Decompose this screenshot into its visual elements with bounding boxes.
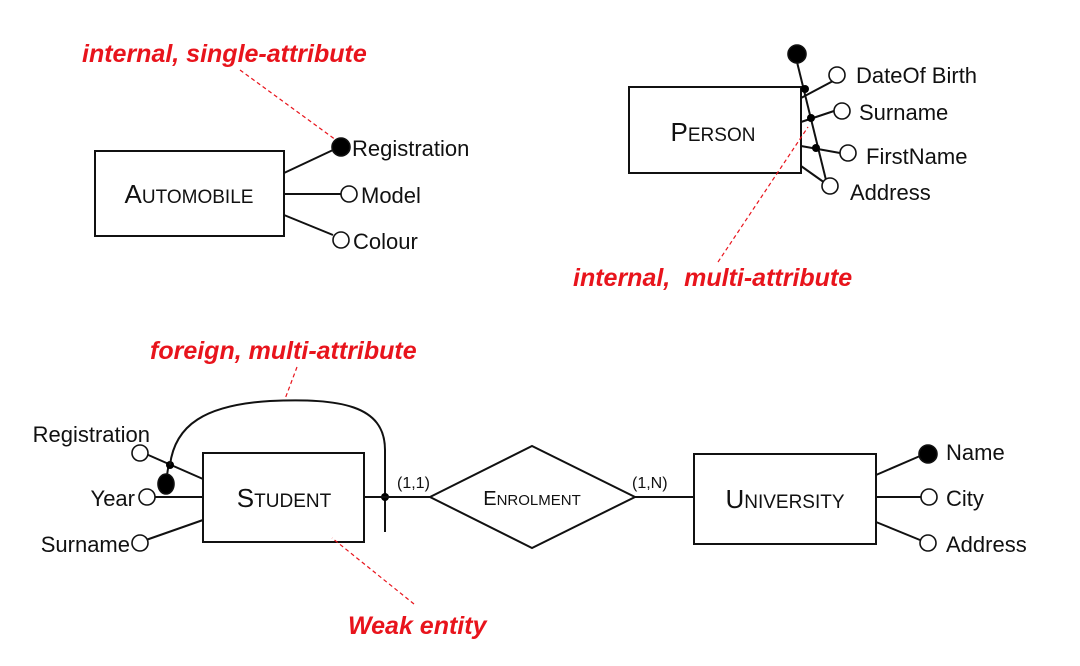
person-address-circle xyxy=(821,177,839,195)
person-attr-surname: Surname xyxy=(859,100,948,125)
automobile-model-circle xyxy=(340,185,358,203)
student-attr-year: Year xyxy=(91,486,135,511)
person-attr-address: Address xyxy=(850,180,931,205)
annotation-weak-entity: Weak entity xyxy=(348,612,488,640)
person-surname-link xyxy=(800,110,835,123)
person-attr-dob: DateOf Birth xyxy=(856,63,977,88)
university-entity: UNIVERSITY xyxy=(693,453,877,545)
annotation-student-pointer xyxy=(284,366,298,400)
person-attr-firstname: FirstName xyxy=(866,144,967,169)
person-key-junction-1 xyxy=(801,85,809,93)
annotation-person-key: internal, multi-attribute xyxy=(573,264,852,292)
person-firstname-link xyxy=(800,145,841,154)
person-dob-circle xyxy=(828,66,846,84)
annotation-automobile-pointer xyxy=(239,69,337,141)
person-dob-link xyxy=(800,80,834,99)
automobile-attr-colour: Colour xyxy=(353,229,418,254)
enrolment-relationship: ENROLMENT xyxy=(427,444,638,550)
student-surname-circle xyxy=(131,534,149,552)
university-attr-city: City xyxy=(946,486,984,511)
person-surname-circle xyxy=(833,102,851,120)
cardinality-university: (1,N) xyxy=(632,475,668,492)
university-box xyxy=(693,453,877,545)
person-entity: PERSON xyxy=(628,86,802,174)
person-key-circle xyxy=(787,44,807,64)
annotation-automobile-key: internal, single-attribute xyxy=(82,40,367,68)
cardinality-student: (1,1) xyxy=(397,475,430,492)
enrolment-label: ENROLMENT xyxy=(483,488,581,510)
automobile-entity: AUTOMOBILE xyxy=(94,150,285,237)
university-name-link xyxy=(875,455,921,476)
automobile-attr-registration: Registration xyxy=(352,136,469,161)
person-firstname-circle xyxy=(839,144,857,162)
automobile-colour-link xyxy=(283,214,334,236)
student-label: STUDENT xyxy=(237,483,332,513)
student-key-circle xyxy=(157,473,175,495)
student-attr-surname: Surname xyxy=(41,532,130,557)
automobile-registration-key-circle xyxy=(331,137,351,157)
student-year-circle xyxy=(138,488,156,506)
person-key-junction-2 xyxy=(807,114,815,122)
university-attr-name: Name xyxy=(946,440,1005,465)
person-key-junction-3 xyxy=(812,144,820,152)
university-address-link xyxy=(875,521,921,541)
student-registration-circle xyxy=(131,444,149,462)
automobile-registration-link xyxy=(283,149,334,174)
student-entity: STUDENT xyxy=(202,452,365,543)
university-city-circle xyxy=(920,488,938,506)
student-registration-link xyxy=(145,453,204,480)
annotation-student-key: foreign, multi-attribute xyxy=(150,337,417,365)
university-address-circle xyxy=(919,534,937,552)
person-box xyxy=(628,86,802,174)
annotation-weak-pointer xyxy=(331,537,415,605)
automobile-label: AUTOMOBILE xyxy=(125,179,254,209)
automobile-attr-model: Model xyxy=(361,183,421,208)
university-attr-address: Address xyxy=(946,532,1027,557)
automobile-box xyxy=(94,150,285,237)
person-label: PERSON xyxy=(671,117,756,147)
university-name-key-circle xyxy=(918,444,938,464)
student-attr-registration: Registration xyxy=(33,422,150,447)
annotation-person-pointer xyxy=(717,126,809,263)
student-external-key-arc xyxy=(169,399,386,532)
person-address-link xyxy=(800,165,826,184)
automobile-colour-circle xyxy=(332,231,350,249)
enrolment-diamond xyxy=(427,444,638,550)
university-label: UNIVERSITY xyxy=(725,484,844,514)
student-surname-link xyxy=(145,519,204,541)
